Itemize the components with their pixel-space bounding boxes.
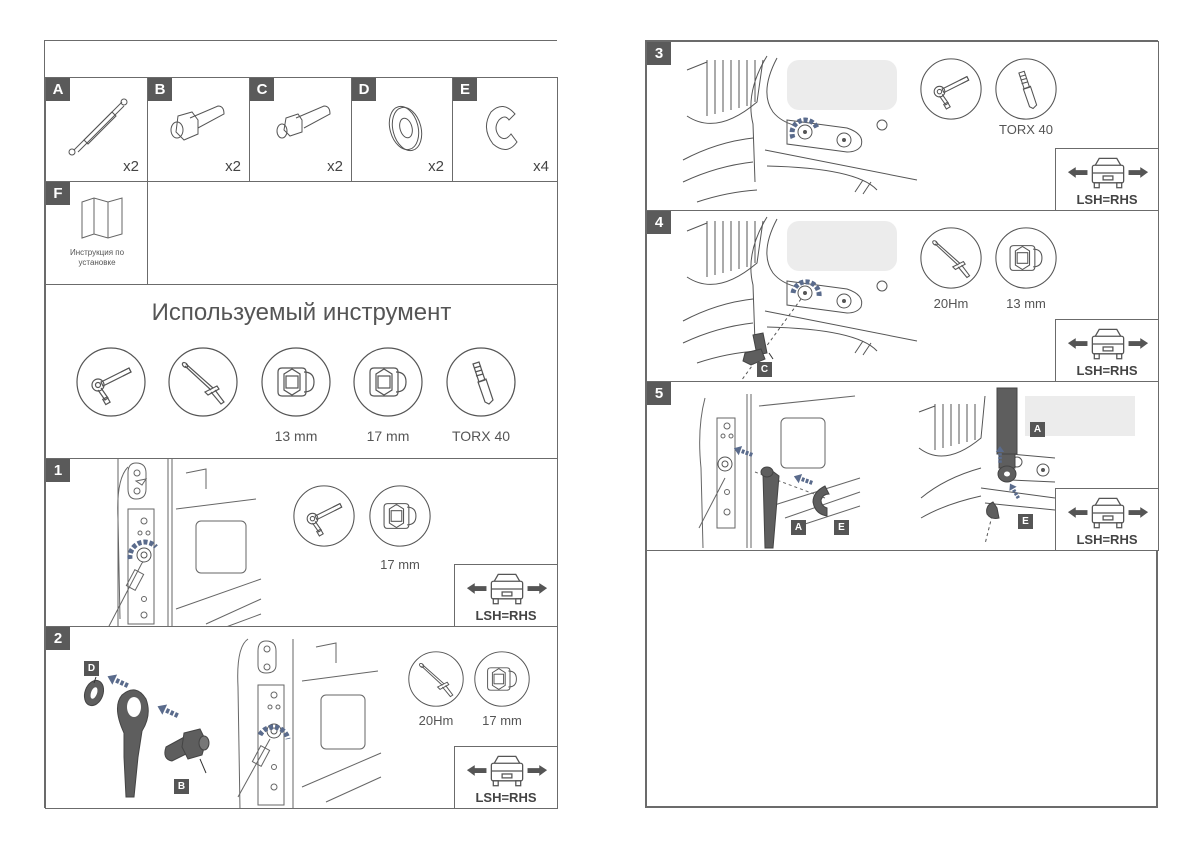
torque-wrench-icon [408, 651, 464, 707]
torque-wrench-icon [920, 227, 982, 289]
lsh-rhs-note: LSH=RHS [454, 564, 557, 626]
torque-wrench-icon [168, 347, 238, 417]
part-letter: F [46, 182, 70, 205]
clip-icon [486, 106, 518, 150]
step-4: 4 C [646, 210, 1159, 382]
manual-label: Инструкция по установке [69, 248, 125, 267]
step-number: 3 [647, 42, 671, 65]
socket-13-icon [261, 347, 331, 417]
socket-icon [369, 485, 431, 547]
lsh-rhs-note: LSH=RHS [1055, 488, 1158, 550]
callout-d: D [84, 661, 99, 676]
folded-manual-icon [81, 197, 123, 239]
gas-strut-icon [68, 98, 128, 156]
truck-direction-icon [1064, 155, 1152, 195]
callout-a: A [1030, 422, 1045, 437]
step-number: 2 [46, 627, 70, 650]
step-2: 2 D B [45, 626, 558, 809]
lsh-rhs-note: LSH=RHS [1055, 148, 1158, 210]
truck-direction-icon [1064, 326, 1152, 366]
door-hinge-illustration [108, 459, 262, 626]
part-cell-a: A x2 [45, 77, 148, 182]
callout-a: A [791, 520, 806, 535]
exploded-parts-illustration [83, 671, 210, 798]
strut-attach-door-illustration [698, 394, 861, 549]
tool-label: 17 mm [482, 713, 522, 728]
part-letter: A [46, 78, 70, 101]
socket-icon [995, 227, 1057, 289]
step-5: 5 A E [646, 381, 1159, 551]
part-cell-e: E x4 [452, 77, 558, 182]
ratchet-icon [920, 58, 982, 120]
tool-label: 17 mm [366, 428, 410, 444]
part-cell-b: B x2 [147, 77, 250, 182]
step-1: 1 [45, 458, 558, 627]
header-row [45, 41, 558, 78]
truck-direction-icon [463, 571, 551, 611]
callout-c: C [757, 362, 772, 377]
bolt-icon [276, 105, 331, 139]
right-page: 3 TORX 40 [645, 40, 1159, 808]
lsh-rhs-label: LSH=RHS [1076, 532, 1138, 547]
part-quantity: x4 [533, 158, 549, 175]
tool-label: 20Hm [933, 296, 969, 311]
callout-b: B [174, 779, 189, 794]
truck-direction-icon [1064, 495, 1152, 535]
part-letter: B [148, 78, 172, 101]
part-quantity: x2 [428, 158, 444, 175]
part-letter: C [250, 78, 274, 101]
tailgate-hinge-illustration [682, 55, 918, 203]
tools-title: Используемый инструмент [151, 299, 452, 326]
tool-label: TORX 40 [451, 428, 511, 444]
step-number: 1 [46, 459, 70, 482]
lsh-rhs-note: LSH=RHS [1055, 319, 1158, 381]
empty-cell [147, 181, 558, 285]
tool-label: 13 mm [274, 428, 318, 444]
lsh-rhs-label: LSH=RHS [1076, 363, 1138, 378]
ratchet-icon [293, 485, 355, 547]
part-letter: D [352, 78, 376, 101]
lsh-rhs-label: LSH=RHS [1076, 192, 1138, 207]
door-hinge-illustration [237, 638, 382, 808]
tool-label: 17 mm [380, 557, 420, 572]
strut-attach-tailgate-illustration [918, 387, 1135, 545]
manual-cell-f: F Инструкция по установке [45, 181, 148, 285]
blank-area [647, 551, 1156, 806]
part-quantity: x2 [327, 158, 343, 175]
tool-label: TORX 40 [999, 122, 1053, 137]
part-quantity: x2 [225, 158, 241, 175]
tools-section: Используемый инструмент 13 mm 17 mm TORX… [45, 284, 558, 459]
torx-bit-icon [995, 58, 1057, 120]
callout-e: E [834, 520, 849, 535]
tailgate-hinge-illustration [682, 216, 918, 381]
part-letter: E [453, 78, 477, 101]
left-page: A x2 B x2 C x2 [44, 40, 558, 809]
tool-label: 13 mm [1006, 296, 1046, 311]
lsh-rhs-label: LSH=RHS [475, 608, 537, 623]
washer-icon [388, 105, 423, 152]
callout-e: E [1018, 514, 1033, 529]
lsh-rhs-label: LSH=RHS [475, 790, 537, 805]
step-number: 4 [647, 211, 671, 234]
truck-direction-icon [463, 753, 551, 793]
lsh-rhs-note: LSH=RHS [454, 746, 557, 808]
part-cell-c: C x2 [249, 77, 352, 182]
socket-icon [474, 651, 530, 707]
step-number: 5 [647, 382, 671, 405]
ratchet-icon [76, 347, 146, 417]
torx-bit-icon [446, 347, 516, 417]
part-cell-d: D x2 [351, 77, 453, 182]
part-quantity: x2 [123, 158, 139, 175]
step-3: 3 TORX 40 [646, 41, 1159, 211]
socket-17-icon [353, 347, 423, 417]
bolt-icon [170, 105, 225, 141]
tool-label: 20Hm [418, 713, 454, 728]
